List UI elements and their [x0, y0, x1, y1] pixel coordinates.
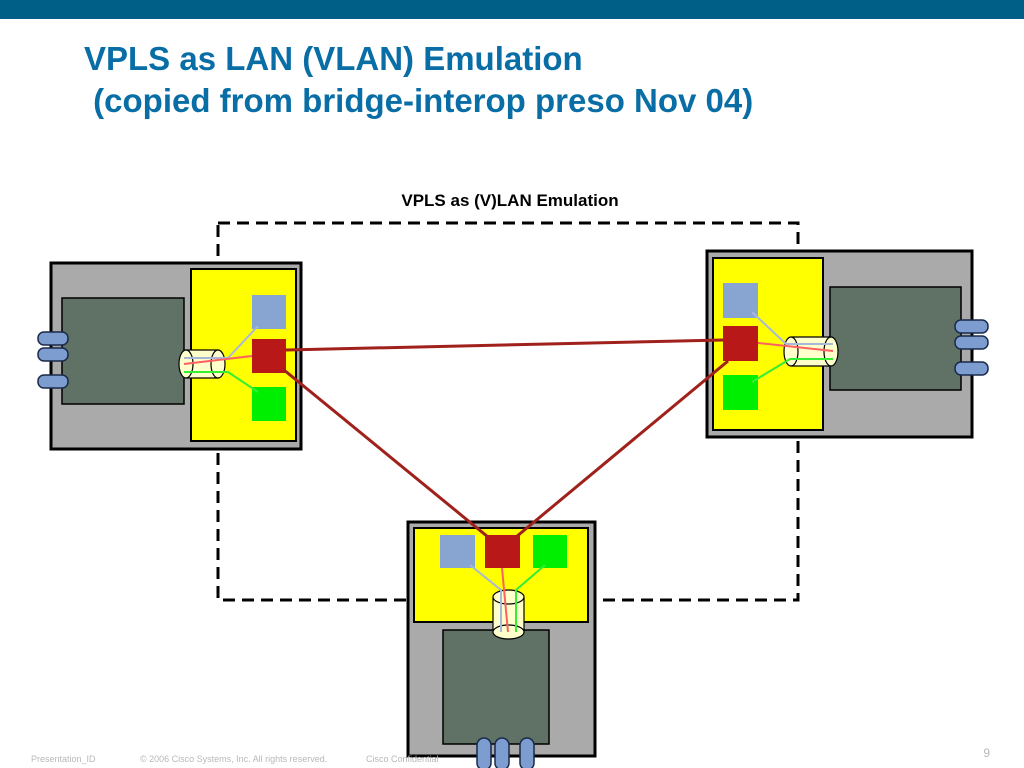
green-vsi-square	[252, 387, 286, 421]
title-line-2: (copied from bridge-interop preso Nov 04…	[84, 82, 754, 119]
page-title: VPLS as LAN (VLAN) Emulation (copied fro…	[84, 38, 753, 122]
pseudowire-mesh	[283, 338, 729, 539]
device-inner-module	[61, 297, 185, 405]
green-vsi-square	[533, 535, 567, 568]
red-vsi-square	[485, 535, 520, 568]
pseudowire-left-bottom	[283, 368, 489, 539]
footer-copyright: © 2006 Cisco Systems, Inc. All rights re…	[140, 754, 328, 764]
blue-vsi-square	[252, 295, 286, 329]
device-inner-module	[829, 286, 962, 391]
access-ports	[954, 319, 989, 376]
title-line-1: VPLS as LAN (VLAN) Emulation	[84, 40, 583, 77]
access-ports	[476, 737, 535, 768]
footer-confidential: Cisco Confidential	[366, 754, 439, 764]
pe-device-left	[37, 261, 303, 451]
green-vsi-square	[723, 375, 758, 410]
pseudowire-right-bottom	[515, 359, 729, 539]
red-vsi-square	[252, 339, 286, 373]
diagram-label: VPLS as (V)LAN Emulation	[401, 191, 618, 210]
footer-presentation-id: Presentation_ID	[31, 754, 96, 764]
blue-vsi-square	[440, 535, 475, 568]
red-vsi-square	[723, 326, 758, 361]
device-inner-module	[442, 629, 550, 745]
page-number: 9	[983, 746, 990, 760]
pe-device-right	[705, 249, 989, 439]
pe-device-bottom	[406, 520, 597, 768]
access-ports	[37, 331, 69, 389]
header-bar	[0, 0, 1024, 19]
pseudowire-left-right	[285, 338, 724, 352]
